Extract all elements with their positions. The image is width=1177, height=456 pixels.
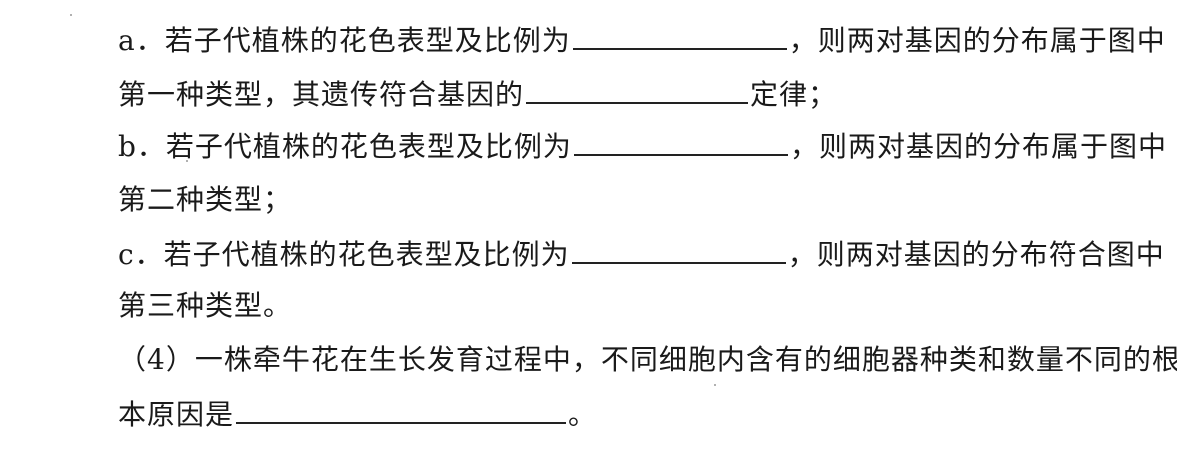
line-a1: a．若子代植株的花色表型及比例为 ，则两对基因的分布属于图中	[118, 20, 1166, 61]
answer-blank-c-ratio[interactable]	[571, 234, 786, 264]
answer-blank-b-ratio[interactable]	[573, 126, 788, 156]
scan-speck	[186, 160, 188, 162]
line-q4-2: 本原因是 。	[118, 394, 597, 435]
line-c2: 第三种类型。	[118, 286, 292, 326]
line-b2: 第二种类型；	[118, 180, 292, 220]
line-c1-prefix: c．若子代植株的花色表型及比例为	[118, 238, 570, 271]
line-a2-prefix: 第一种类型，其遗传符合基因的	[118, 78, 525, 111]
line-b1-suffix: ，则两对基因的分布属于图中	[789, 130, 1167, 163]
line-b2-text: 第二种类型；	[118, 183, 293, 216]
line-a2: 第一种类型，其遗传符合基因的 定律；	[118, 74, 837, 115]
line-c1-suffix: ，则两对基因的分布符合图中	[787, 238, 1165, 271]
line-q4-2-prefix: 本原因是	[118, 398, 235, 431]
answer-blank-a-ratio[interactable]	[572, 20, 787, 50]
question-4-text: （4）一株牵牛花在生长发育过程中，不同细胞内含有的细胞器种类和数量不同的根	[118, 343, 1177, 376]
line-q4-2-suffix: 。	[568, 398, 598, 431]
line-a1-prefix: a．若子代植株的花色表型及比例为	[118, 24, 571, 57]
line-q4-1: （4）一株牵牛花在生长发育过程中，不同细胞内含有的细胞器种类和数量不同的根	[118, 340, 1177, 380]
answer-blank-a-law[interactable]	[526, 74, 749, 104]
line-c1: c．若子代植株的花色表型及比例为 ，则两对基因的分布符合图中	[118, 234, 1165, 275]
line-c2-text: 第三种类型。	[118, 289, 293, 322]
scan-speck	[714, 384, 716, 386]
line-b1-prefix: b．若子代植株的花色表型及比例为	[118, 130, 572, 163]
line-a1-suffix: ，则两对基因的分布属于图中	[788, 24, 1166, 57]
line-b1: b．若子代植株的花色表型及比例为 ，则两对基因的分布属于图中	[118, 126, 1167, 167]
scan-speck	[70, 14, 72, 16]
answer-blank-q4[interactable]	[236, 394, 567, 424]
line-a2-suffix: 定律；	[750, 78, 838, 111]
